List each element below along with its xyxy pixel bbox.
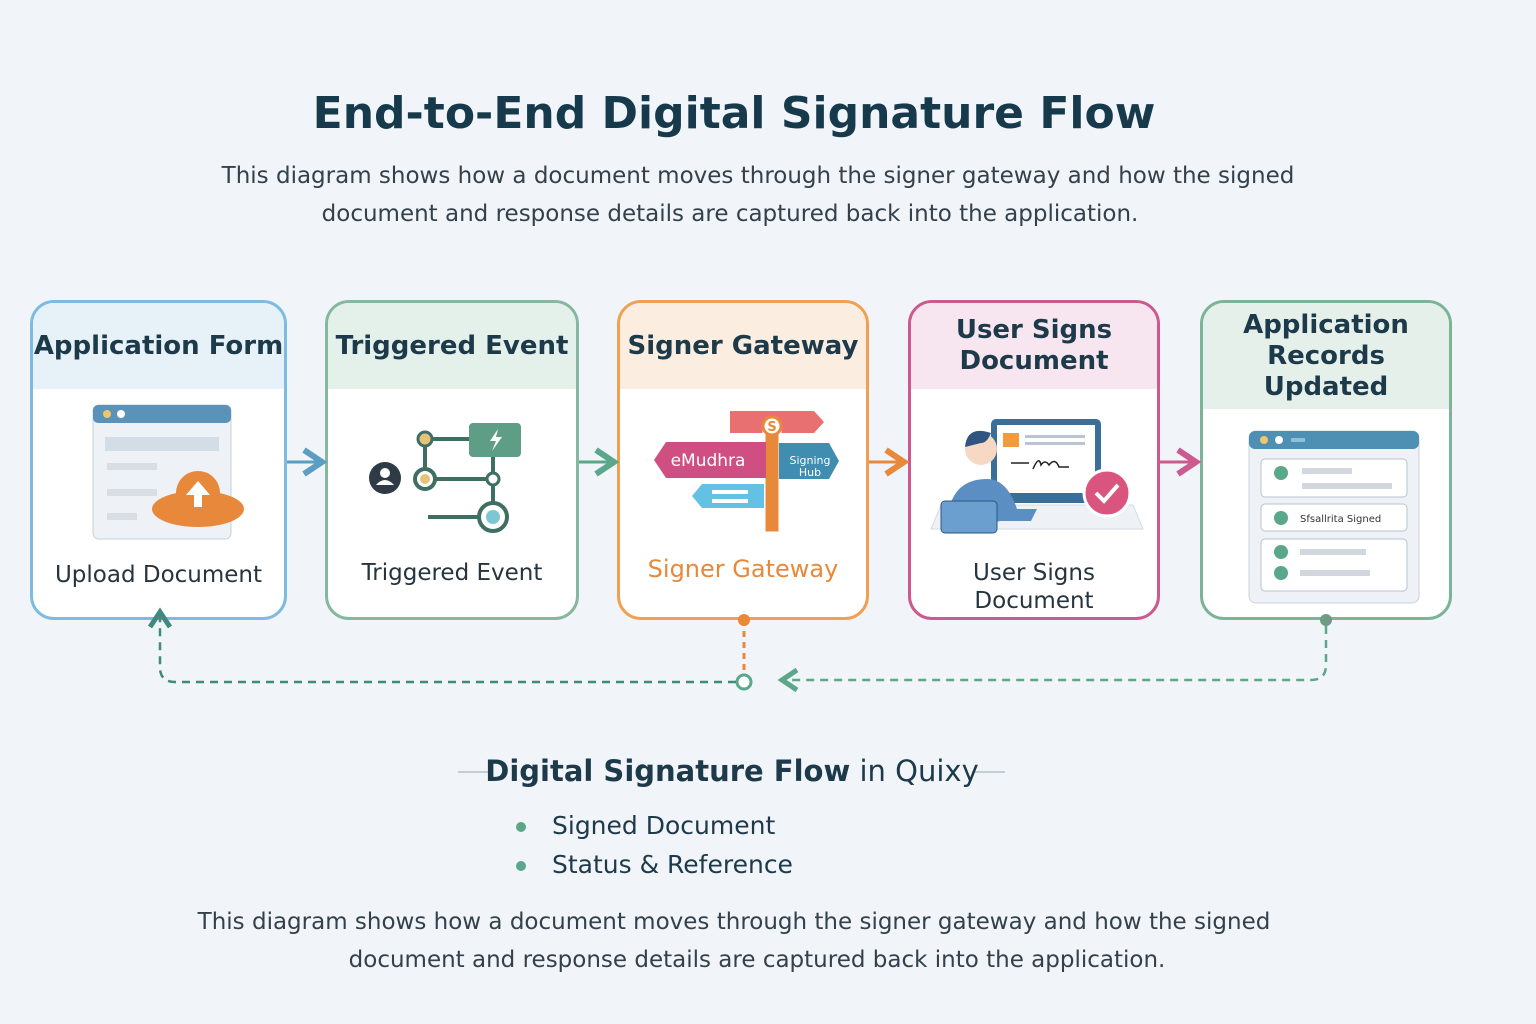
page-title: End-to-End Digital Signature Flow: [312, 88, 1156, 139]
footer-title: Digital Signature Flow in Quixy: [485, 754, 979, 788]
workflow-trigger-icon: [369, 423, 521, 533]
card-application-form: Application Form Upload Document: [30, 300, 287, 620]
card-header: Signer Gateway: [620, 303, 866, 389]
card-label: Upload Document: [54, 562, 263, 588]
footer-text-line-1: This diagram shows how a document moves …: [197, 909, 1271, 935]
subtitle-line-2: document and response details are captur…: [321, 201, 1139, 227]
return-arrow-right: [777, 626, 1328, 693]
card-header: Application Records Updated: [1203, 303, 1449, 409]
record-status: Sfsallrita Signed: [1300, 514, 1381, 525]
records-window-icon: Sfsallrita Signed: [1248, 430, 1420, 604]
user-signing-icon: [930, 419, 1144, 534]
card-label: Triggered Event: [361, 560, 543, 586]
card-label: User Signs Document: [973, 560, 1095, 614]
svg-text:S: S: [767, 420, 776, 435]
sign-emudhra: eMudhra: [671, 451, 746, 471]
card-label: Signer Gateway: [647, 555, 839, 583]
footer-text-line-2: document and response details are captur…: [348, 947, 1166, 973]
card-signer-gateway: Signer Gateway S eMudhra Signing Hub Sig…: [617, 300, 869, 620]
svg-text:Hub: Hub: [799, 466, 821, 479]
return-arrow-left: [147, 607, 736, 684]
card-header: Application Form: [33, 303, 284, 389]
subtitle-line-1: This diagram shows how a document moves …: [221, 163, 1295, 189]
card-header: Triggered Event: [328, 303, 576, 389]
signpost-icon: S eMudhra Signing Hub: [654, 411, 839, 535]
svg-text:Signing: Signing: [789, 454, 830, 467]
bullet-item: Status & Reference: [516, 850, 793, 879]
card-user-signs: User Signs Document User Signs Document: [908, 300, 1160, 620]
bullet-item: Signed Document: [516, 811, 775, 840]
upload-document-icon: [92, 404, 244, 540]
card-records-updated: Application Records Updated Sfsallrita S…: [1200, 300, 1452, 620]
card-header: User Signs Document: [911, 303, 1157, 389]
